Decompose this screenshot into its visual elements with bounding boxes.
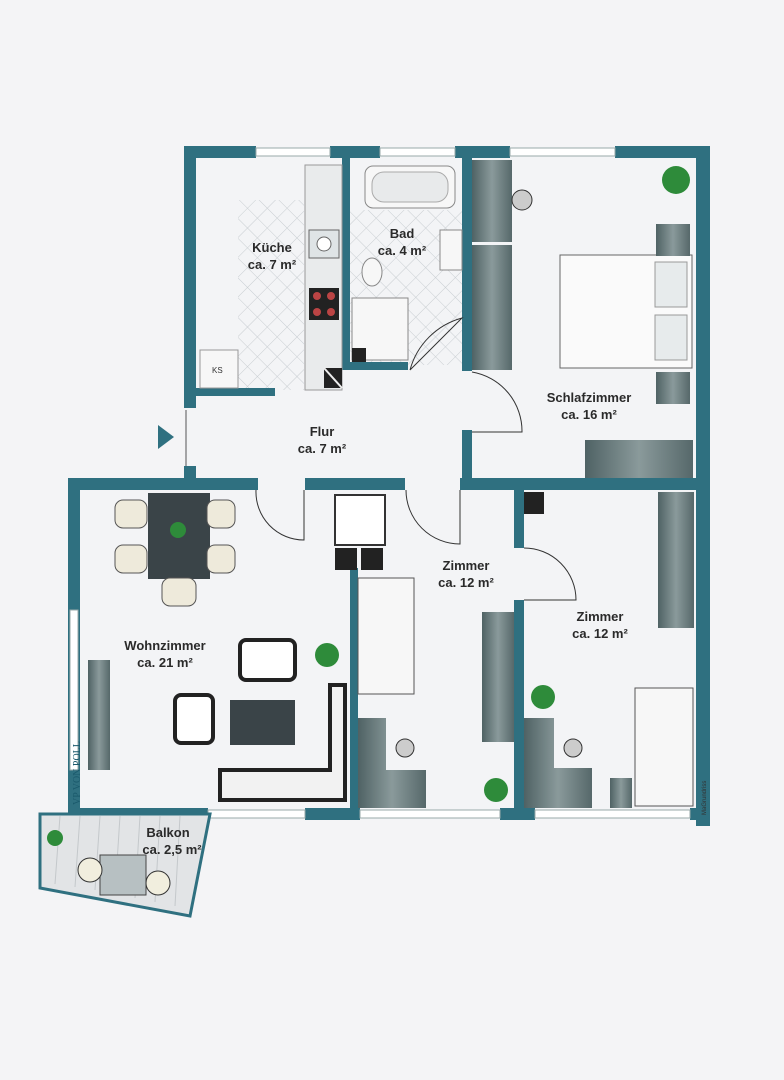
room-area-zimmer2: ca. 12 m² [572,626,628,641]
room-name-zimmer1: Zimmer [443,558,490,573]
room-name-kueche: Küche [252,240,292,255]
plant-icon [662,166,690,194]
room-name-balkon: Balkon [146,825,189,840]
room-area-flur: ca. 7 m² [298,441,347,456]
room-area-kueche: ca. 7 m² [248,257,297,272]
plant-icon [170,522,186,538]
entrance-marker [158,410,187,466]
room1-furniture [334,492,544,808]
room-area-schlafzimmer: ca. 16 m² [561,407,617,422]
door-swings [255,317,577,601]
bedroom-furniture [472,160,693,478]
room-name-zimmer2: Zimmer [577,609,624,624]
plant-icon [484,778,508,802]
plant-icon [47,830,63,846]
room-area-balkon: ca. 2,5 m² [142,842,202,857]
plant-icon [531,685,555,709]
kitchen-furniture: KS [199,164,343,391]
windows [69,147,691,819]
room-labels: Küche ca. 7 m² Bad ca. 4 m² Schlafzimmer… [124,226,631,857]
room-area-bad: ca. 4 m² [378,243,427,258]
room-name-wohnzimmer: Wohnzimmer [124,638,205,653]
plant-icon [315,643,339,667]
kitchen-tiles [238,200,304,390]
credit-label: MaGrundriss [702,781,708,815]
bath-furniture [351,165,463,362]
room-area-wohnzimmer: ca. 21 m² [137,655,193,670]
living-furniture [88,493,347,802]
room-name-bad: Bad [390,226,415,241]
ks-label: KS [212,366,223,375]
walls [68,146,710,826]
room-area-zimmer1: ca. 12 m² [438,575,494,590]
room-name-schlafzimmer: Schlafzimmer [547,390,632,405]
balcony [38,812,212,918]
room2-furniture [524,492,694,808]
company-logo: VP VON POLL [72,741,83,805]
room-name-flur: Flur [310,424,335,439]
